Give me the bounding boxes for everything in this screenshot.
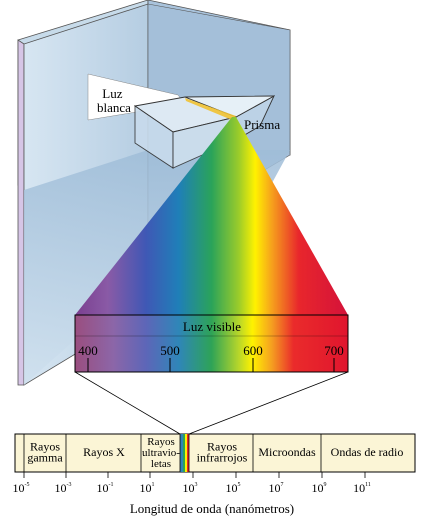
axis-tick-label: 103	[183, 481, 198, 495]
band-label: Ondas de radio	[331, 445, 404, 459]
prism-label: Prisma	[244, 117, 280, 132]
spectrum-bar	[14, 433, 416, 473]
visible-tick-label: 400	[78, 343, 98, 358]
visible-light-label: Luz visible	[183, 319, 241, 334]
zoom-line-left	[74, 371, 181, 435]
visible-scale: 400 500 600 700	[78, 343, 344, 372]
axis-tick-label: 1011	[353, 481, 371, 495]
axis-tick-label: 10-1	[97, 481, 114, 495]
refracted-beam	[185, 98, 236, 120]
wavelength-axis: 10-5 10-3 10-1 101 103 105 107 109 1011	[13, 472, 371, 495]
axis-tick-label: 107	[269, 481, 284, 495]
axis-title: Longitud de onda (nanómetros)	[130, 501, 294, 516]
band-dividers	[23, 434, 322, 472]
axis-tick-label: 105	[226, 481, 241, 495]
axis-tick-label: 10-5	[13, 481, 30, 495]
visible-tick-label: 600	[243, 343, 263, 358]
axis-tick-label: 101	[140, 481, 155, 495]
prism	[133, 94, 275, 169]
band-label: Rayos X	[83, 445, 125, 459]
zoom-line-right	[188, 371, 349, 435]
visible-light-band	[74, 314, 349, 373]
axis-tick-label: 10-3	[55, 481, 72, 495]
white-light-label: Luz blanca	[97, 86, 131, 115]
dispersed-light-fan	[75, 117, 348, 315]
visible-tick-label: 500	[160, 343, 180, 358]
visible-tick-label: 700	[324, 343, 344, 358]
axis-tick-label: 109	[312, 481, 327, 495]
band-label: Microondas	[258, 445, 316, 459]
